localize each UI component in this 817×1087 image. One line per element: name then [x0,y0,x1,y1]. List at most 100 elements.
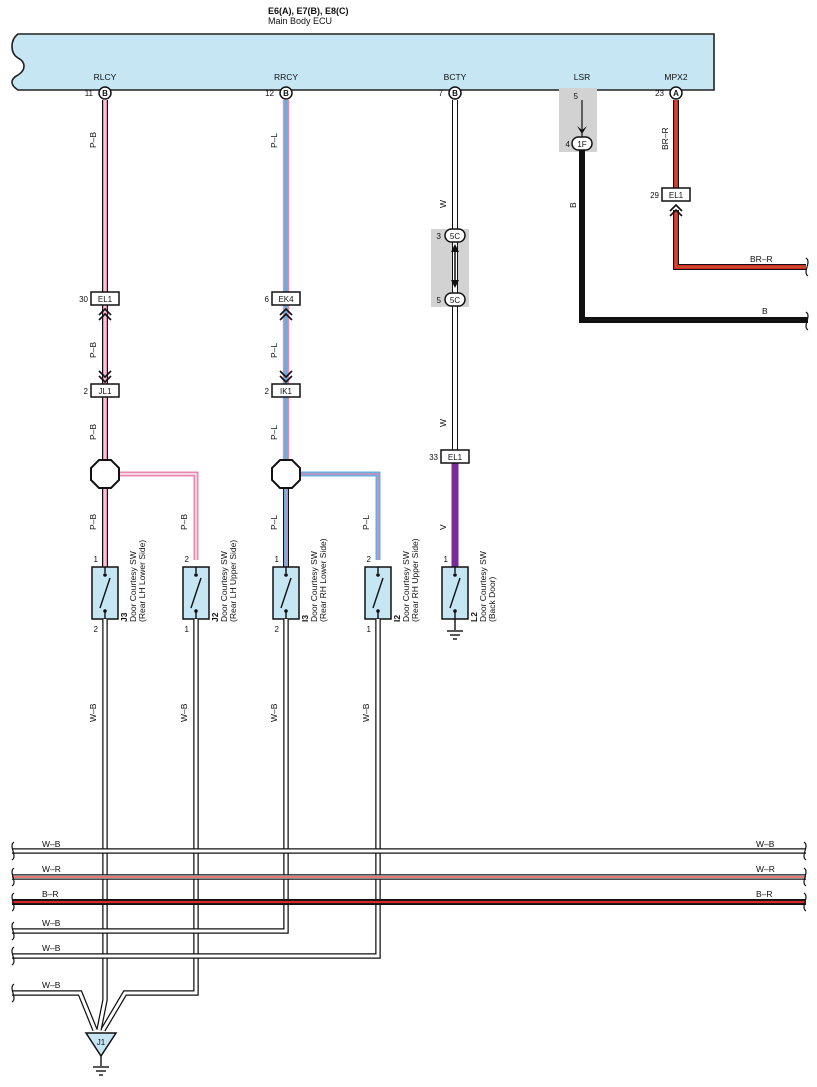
wire-rrcy [282,100,381,567]
svg-text:5: 5 [574,92,579,101]
connector-chevron-down-icon [279,370,293,384]
svg-text:6: 6 [265,295,270,304]
connector-chevron-down-icon [98,370,112,384]
svg-text:B: B [452,89,458,98]
bus-label-w-b-i3: W–B [42,918,61,928]
wire-label-pb-2: P–B [88,342,98,358]
svg-text:Door Courtesy SW: Door Courtesy SW [128,551,138,622]
svg-text:EL1: EL1 [669,191,684,200]
wire-label-brr-vertical: BR–R [660,127,670,150]
svg-text:EL1: EL1 [98,295,113,304]
svg-text:(Back Door): (Back Door) [487,576,497,622]
svg-text:33: 33 [429,453,438,462]
wire-label-wb-i2: W–B [361,703,371,722]
wire-w-b-j2 [100,619,199,1032]
switch-j2: 2 1 J2 Door Courtesy SW (Rear LH Upper S… [182,540,238,634]
svg-text:IK1: IK1 [280,387,293,396]
wire-label-pb-5: P–B [179,514,189,530]
bus-label-w-b-right: W–B [756,839,775,849]
ground-symbol-icon [93,1066,109,1076]
wire-rlcy [102,100,199,567]
svg-text:1: 1 [444,555,449,564]
svg-text:Door Courtesy SW: Door Courtesy SW [219,551,229,622]
ecu-name: Main Body ECU [268,16,332,26]
svg-text:1: 1 [94,555,99,564]
connector-el1-bcty: 33 EL1 [429,449,470,464]
bus-label-w-b-i2: W–B [42,943,61,953]
break-mark-brr [805,257,809,277]
svg-text:EK4: EK4 [278,295,294,304]
svg-text:1: 1 [275,555,280,564]
terminal-name-rlcy: RLCY [94,72,117,82]
terminal-name-lsr: LSR [574,72,591,82]
svg-text:2: 2 [185,555,190,564]
ground-symbol-icon [447,630,463,640]
ecu-title: E6(A), E7(B), E8(C) [268,6,349,16]
svg-text:2: 2 [94,625,99,634]
connector-jl1: 2 JL1 [84,383,120,398]
svg-text:Door Courtesy SW: Door Courtesy SW [478,551,488,622]
1f-arrow-down-icon [577,126,587,134]
terminal-name-bcty: BCTY [444,72,467,82]
connector-chevron-up-icon [98,307,112,321]
svg-text:5C: 5C [450,296,460,305]
wire-label-pl-5: P–L [361,515,371,530]
svg-text:30: 30 [79,295,88,304]
svg-text:(Rear RH Upper Side): (Rear RH Upper Side) [410,538,420,622]
svg-text:EL1: EL1 [448,453,463,462]
svg-text:(Rear RH Lower Side): (Rear RH Lower Side) [318,538,328,622]
svg-text:(Rear LH Lower Side): (Rear LH Lower Side) [137,540,147,622]
svg-text:5C: 5C [450,232,460,241]
svg-text:B: B [102,89,108,98]
break-marks-right [803,841,807,912]
svg-text:L2: L2 [469,612,479,622]
svg-text:2: 2 [367,555,372,564]
ecu-pin-rrcy: 12 B [265,86,293,100]
connector-el1-rlcy: 30 EL1 [79,291,120,306]
connector-ek4: 6 EK4 [265,291,301,306]
wire-label-v: V [438,524,448,530]
wire-label-b-vertical: B [568,202,578,208]
wire-label-wb-j2: W–B [179,703,189,722]
bus-label-w-r-right: W–R [756,864,775,874]
ecu-pin-rlcy: 11 B [85,86,112,100]
svg-text:23: 23 [655,89,664,98]
svg-text:3: 3 [437,232,442,241]
wire-lsr [579,100,808,323]
ground-point-j1: J1 [84,1032,118,1066]
connector-chevron-up-icon [669,203,683,217]
wire-label-brr-horizontal: BR–R [750,254,773,264]
svg-text:I2: I2 [392,615,402,622]
connector-ik1: 2 IK1 [265,383,301,398]
svg-text:2: 2 [275,625,280,634]
connector-5c-top: 3 5C [437,228,466,243]
svg-text:29: 29 [650,191,659,200]
switch-l2: 1 L2 Door Courtesy SW (Back Door) [441,551,497,630]
splice-junction-rrcy [271,459,301,489]
connector-el1-mpx2: 29 EL1 [650,187,691,202]
svg-text:JL1: JL1 [99,387,112,396]
wire-label-wb-j3: W–B [88,703,98,722]
wire-label-wb-i3: W–B [269,703,279,722]
wire-label-b-horizontal: B [762,306,768,316]
switch-i2: 2 1 I2 Door Courtesy SW (Rear RH Upper S… [364,538,420,634]
wire-w-b-i2 [12,619,381,959]
break-marks-left [11,841,15,1003]
terminal-name-mpx2: MPX2 [664,72,687,82]
wire-label-pb-4: P–B [88,514,98,530]
5c-arrow-down-icon [451,280,459,288]
wire-label-w-2: W [438,419,448,427]
ecu-pin-mpx2: 23 A [655,86,683,100]
ecu-pin-lsr: 5 [574,92,579,101]
wire-label-pl-1: P–L [269,133,279,148]
wire-label-pb-3: P–B [88,424,98,440]
svg-text:Door Courtesy SW: Door Courtesy SW [401,551,411,622]
svg-text:J1: J1 [97,1038,106,1047]
ecu-pin-bcty: 7 B [439,86,462,100]
svg-text:1: 1 [367,625,372,634]
connector-1f: 4 1F [566,136,593,151]
svg-text:11: 11 [85,89,94,98]
svg-text:1: 1 [185,625,190,634]
bus-label-w-b-left: W–B [42,839,61,849]
